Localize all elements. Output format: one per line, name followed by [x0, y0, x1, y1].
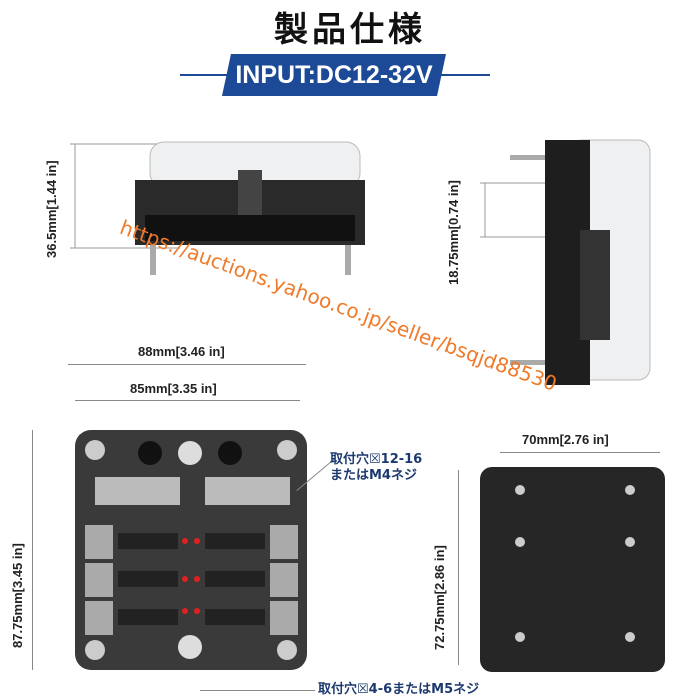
small-hole-note-line1: 取付穴☒12-16 [330, 452, 423, 467]
front-height-label: 36.5mm[1.44 in] [44, 160, 59, 258]
input-voltage-banner: INPUT:DC12-32V [222, 54, 446, 96]
depth-label: 87.75mm[3.45 in] [10, 543, 25, 648]
inner-width-line [75, 400, 300, 401]
front-view-diagram [70, 141, 365, 275]
side-view-diagram [480, 139, 651, 385]
bottom-width-label: 70mm[2.76 in] [522, 432, 609, 447]
large-hole-note: 取付穴☒4-6またはM5ネジ [318, 682, 480, 697]
bottom-width-line [500, 452, 660, 453]
small-hole-note-line2: またはM4ネジ [330, 468, 417, 483]
bottom-height-line [458, 470, 459, 665]
small-hole-note: 取付穴☒12-16 またはM4ネジ [330, 452, 422, 484]
page-title: 製品仕様 [274, 10, 426, 50]
bottom-height-label: 72.75mm[2.86 in] [432, 545, 447, 650]
top-view-diagram [75, 430, 307, 670]
bottom-view-diagram [480, 467, 665, 672]
large-hole-leader [200, 690, 315, 691]
inner-width-label: 85mm[3.35 in] [130, 381, 217, 396]
side-height-label: 18.75mm[0.74 in] [446, 180, 461, 285]
outer-width-label: 88mm[3.46 in] [138, 344, 225, 359]
banner-line-right [440, 74, 490, 76]
banner-line-left [180, 74, 230, 76]
outer-width-line [68, 364, 306, 365]
depth-line [32, 430, 33, 670]
